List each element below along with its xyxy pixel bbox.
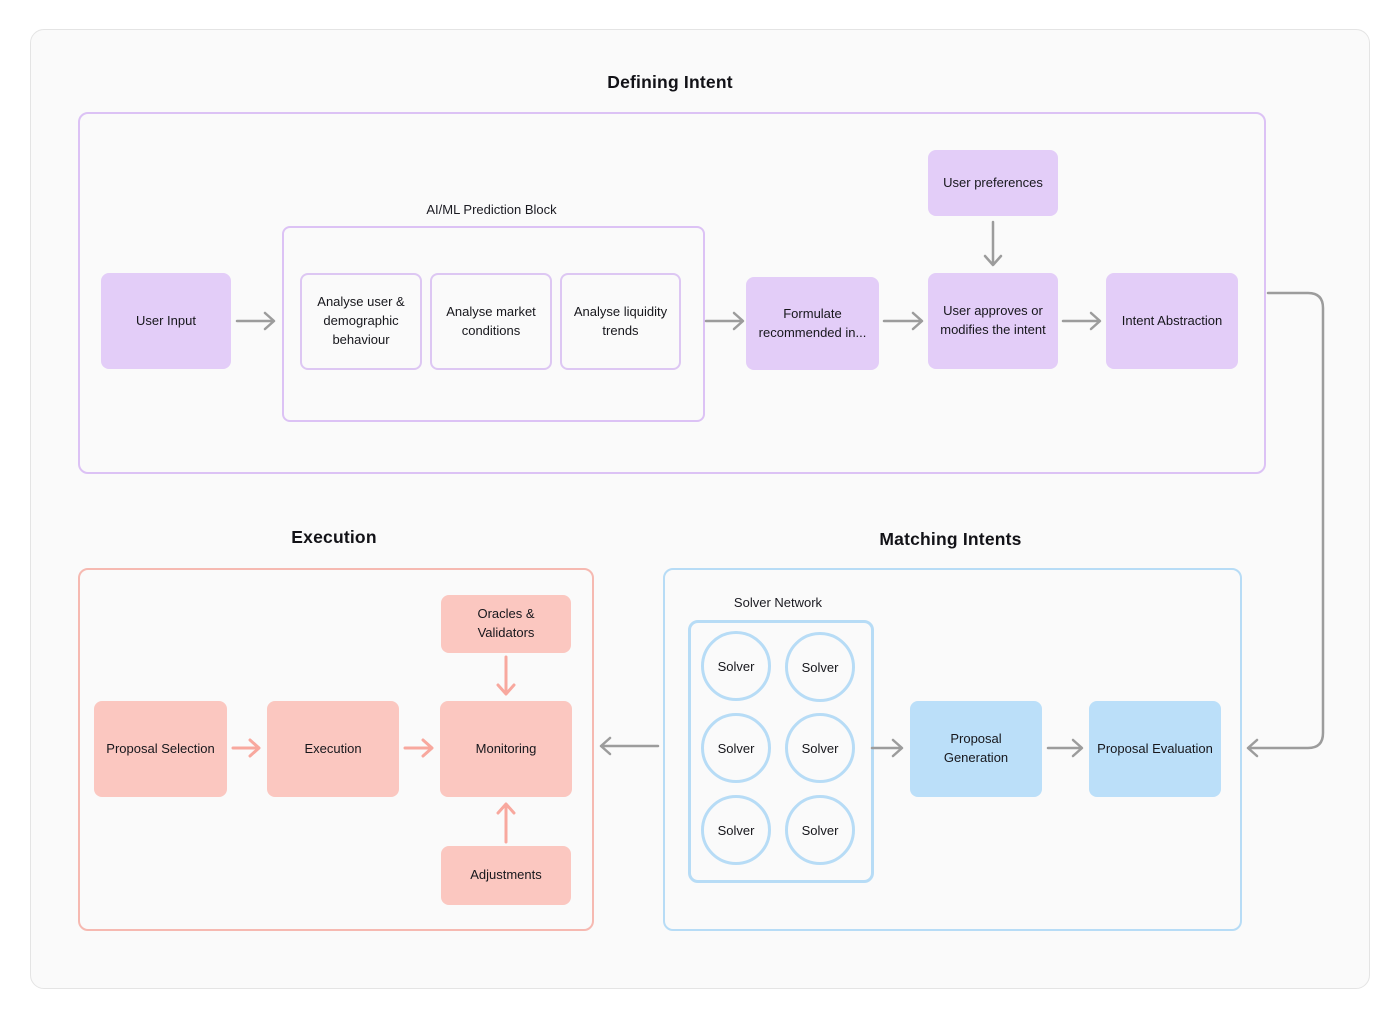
solver-circle-2: Solver — [785, 632, 855, 702]
node-label: Solver — [801, 740, 839, 756]
node-intent-abstraction: Intent Abstraction — [1106, 273, 1238, 369]
matching-intents-container — [663, 568, 1242, 931]
node-user-preferences: User preferences — [928, 150, 1058, 216]
node-proposal-evaluation: Proposal Evaluation — [1089, 701, 1221, 797]
solver-circle-4: Solver — [785, 713, 855, 783]
prediction-block-container — [282, 226, 705, 422]
node-analyse-market-conditions: Analyse market conditions — [430, 273, 552, 370]
node-label: Analyse user & demographic behaviour — [317, 294, 405, 347]
node-formulate-recommended: Formulate recommended in... — [746, 277, 879, 370]
section-title-matching-intents: Matching Intents — [879, 529, 1022, 549]
node-label: Adjustments — [470, 867, 542, 883]
node-adjustments: Adjustments — [441, 846, 571, 905]
node-label: Solver — [717, 822, 755, 838]
node-label: Proposal Evaluation — [1097, 740, 1213, 756]
solver-circle-6: Solver — [785, 795, 855, 865]
prediction-block-label: AI/ML Prediction Block — [426, 202, 557, 217]
node-label: Proposal Selection — [106, 740, 215, 756]
node-label: Analyse liquidity trends — [573, 303, 668, 338]
section-title-execution: Execution — [291, 527, 377, 547]
node-label: Solver — [801, 822, 839, 838]
node-analyse-user-demographic: Analyse user & demographic behaviour — [300, 273, 422, 370]
node-monitoring: Monitoring — [440, 701, 572, 797]
node-label: Formulate recommended in... — [758, 305, 867, 340]
section-title-defining-intent: Defining Intent — [607, 72, 733, 92]
node-proposal-generation: Proposal Generation — [910, 701, 1042, 797]
node-label: Intent Abstraction — [1121, 312, 1223, 328]
node-execution: Execution — [267, 701, 399, 797]
node-label: Solver — [717, 740, 755, 756]
node-label: Monitoring — [475, 740, 537, 756]
node-label: Solver — [801, 659, 839, 675]
node-label: Oracles & Validators — [477, 606, 535, 640]
node-label: Analyse market conditions — [446, 303, 536, 338]
node-label: User Input — [136, 312, 196, 328]
node-user-input: User Input — [101, 273, 231, 369]
node-label: User preferences — [943, 174, 1043, 190]
node-oracles-validators: Oracles & Validators — [441, 595, 571, 653]
node-label: Execution — [304, 740, 362, 756]
node-user-approves: User approves or modifies the intent — [928, 273, 1058, 369]
node-label: User approves or modifies the intent — [940, 303, 1046, 337]
solver-circle-5: Solver — [701, 795, 771, 865]
node-label: Proposal Generation — [943, 731, 1009, 765]
node-label: Solver — [717, 658, 755, 674]
outer-panel — [30, 29, 1370, 989]
execution-container — [78, 568, 594, 931]
solver-circle-1: Solver — [701, 631, 771, 701]
solver-circle-3: Solver — [701, 713, 771, 783]
node-analyse-liquidity-trends: Analyse liquidity trends — [560, 273, 681, 370]
solver-network-label: Solver Network — [733, 595, 823, 610]
node-proposal-selection: Proposal Selection — [94, 701, 227, 797]
